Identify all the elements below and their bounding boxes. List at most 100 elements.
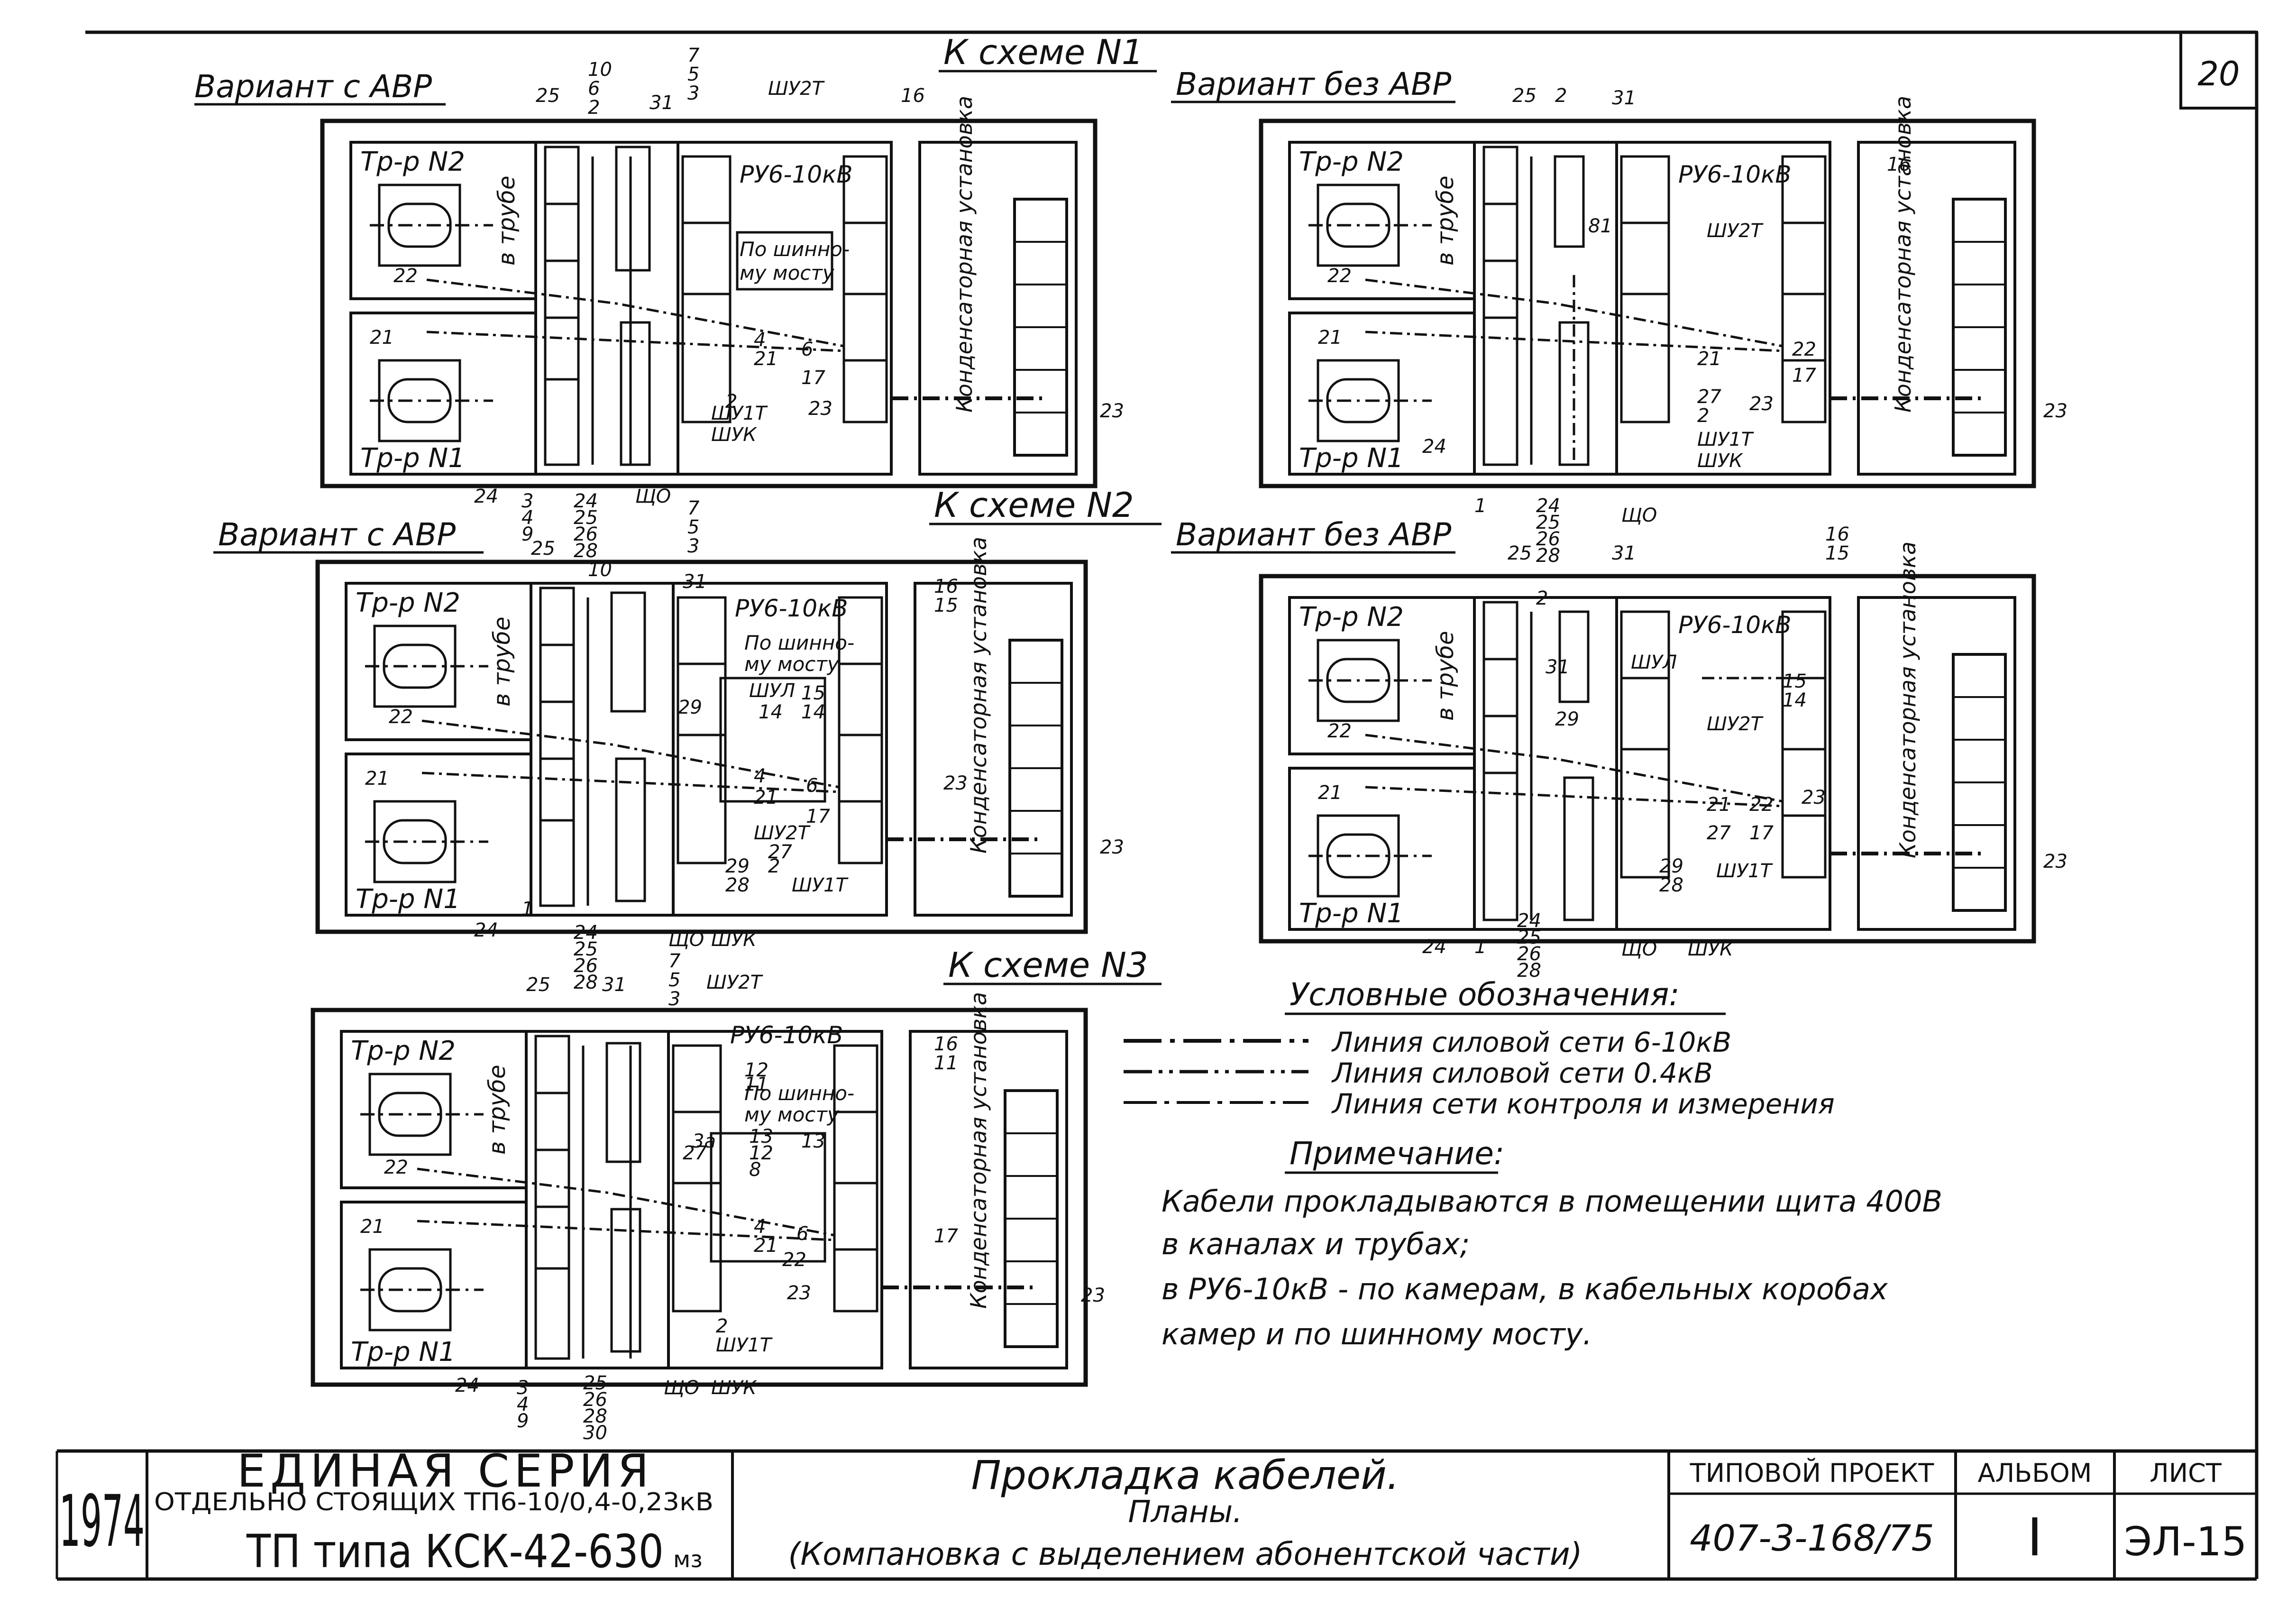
capacitor-label: Конденсаторная установка [966,992,991,1309]
svg-text:ШУ2Т: ШУ2Т [768,78,825,100]
svg-text:21: 21 [754,1235,778,1257]
building-outline [1259,119,2036,488]
svg-text:24: 24 [574,922,598,944]
transformer-1-label: Тр-р N1 [360,443,465,474]
svg-text:24: 24 [1536,495,1560,517]
transformer-2-label: Тр-р N2 [360,147,465,177]
svg-text:15: 15 [801,682,825,704]
svg-text:3а: 3а [692,1130,716,1152]
svg-text:7: 7 [687,497,700,519]
svg-text:13: 13 [801,1130,825,1152]
transformer-1-symbol [1308,814,1432,898]
svg-text:22: 22 [393,265,418,287]
svg-text:ШУ1Т: ШУ1Т [1697,429,1755,450]
svg-text:4: 4 [754,1216,766,1238]
ru-cells [1620,610,1827,879]
transformer-2-symbol [1308,184,1432,267]
svg-text:15: 15 [934,595,958,616]
svg-text:28: 28 [574,972,598,993]
svg-text:31: 31 [1612,87,1636,109]
svg-text:2: 2 [588,97,600,119]
svg-text:ШУК: ШУК [711,929,757,951]
svg-text:ШУ2Т: ШУ2Т [1707,220,1764,242]
busbridge-label-2: му мосту [740,261,835,285]
ru-label: РУ6-10кВ [1678,611,1792,639]
ru-cells [677,596,883,864]
sheet-frame [55,30,2259,1581]
tp-type: ТП типа КСК-42-630 [246,1525,664,1578]
svg-text:26: 26 [1517,943,1541,965]
svg-text:31: 31 [1546,656,1570,678]
svg-text:23: 23 [943,772,968,794]
svg-text:16: 16 [901,85,925,107]
cable-lines [426,156,1043,465]
svg-text:28: 28 [574,540,598,562]
svg-text:16: 16 [934,1033,958,1055]
svg-text:21: 21 [370,327,394,349]
svg-text:17: 17 [934,1225,958,1247]
pipe-label: в трубе [1432,175,1459,266]
ru-cells [672,1044,878,1313]
svg-text:28: 28 [725,874,750,896]
drawing-title: Прокладка кабелей. [971,1452,1399,1498]
svg-text:6: 6 [801,339,813,360]
svg-text:23: 23 [1081,1285,1105,1306]
svg-text:9: 9 [517,1410,529,1432]
svg-text:11: 11 [934,1052,958,1074]
svg-text:31: 31 [1612,542,1636,564]
svg-text:3: 3 [517,1377,529,1399]
svg-text:27: 27 [1697,386,1721,408]
svg-text:28: 28 [1659,874,1683,896]
transformer-1-label: Тр-р N1 [356,884,460,915]
svg-text:24: 24 [1422,436,1446,458]
svg-text:ШУЛ: ШУЛ [749,680,795,702]
panel-rows [534,1035,641,1360]
svg-text:2: 2 [768,855,780,877]
svg-text:31: 31 [649,92,674,114]
svg-text:24: 24 [1517,910,1541,932]
svg-text:24: 24 [1422,936,1446,958]
svg-text:23: 23 [1100,836,1124,858]
svg-text:2: 2 [1536,588,1548,609]
legend: Условные обозначения: Линия силовой сети… [1124,976,1835,1120]
svg-text:26: 26 [574,523,598,545]
svg-text:ЩО: ЩО [1621,938,1657,960]
busbridge-label-2: му мосту [744,1103,840,1126]
svg-text:30: 30 [583,1422,607,1444]
svg-text:ШУ2Т: ШУ2Т [706,972,764,993]
busbridge-label-1: По шинно- [744,1082,854,1105]
svg-text:1: 1 [1474,936,1486,958]
title-block-text: 1974 ЕДИНАЯ СЕРИЯ ОТДЕЛЬНО СТОЯЩИХ ТП6-1… [59,1445,2247,1578]
svg-text:21: 21 [365,768,389,790]
note: Примечание: Кабели прокладываются в поме… [1162,1135,1942,1351]
svg-text:ШУ1Т: ШУ1Т [1716,860,1774,882]
svg-text:3: 3 [668,988,680,1010]
ru-cells [1620,155,1827,423]
drawing-note: (Компановка с выделением абонентской час… [788,1536,1583,1572]
transformer-2-label: Тр-р N2 [356,588,460,618]
legend-title: Условные обозначения: [1290,976,1680,1013]
svg-text:28: 28 [583,1405,607,1427]
plan-scheme1-noavr: Вариант без АВР Тр-р N2 Тр-р N1 в трубе [1171,66,2067,567]
svg-text:16: 16 [1825,523,1849,545]
busbridge-label-2: му мосту [744,652,840,676]
svg-text:23: 23 [2043,851,2067,872]
transformer-2-symbol [360,1073,484,1156]
svg-text:14: 14 [759,701,783,723]
svg-text:16: 16 [934,576,958,597]
svg-text:4: 4 [754,329,766,351]
svg-text:4: 4 [521,507,533,529]
svg-text:ШУ2Т: ШУ2Т [1707,713,1764,735]
svg-text:ШУЛ: ШУЛ [1631,652,1677,673]
svg-text:25: 25 [583,1372,607,1394]
transformer-2-symbol [1308,639,1432,722]
svg-text:25: 25 [574,938,598,960]
transformer-1-symbol [360,1248,484,1332]
svg-text:23: 23 [787,1282,811,1304]
ru-label: РУ6-10кВ [735,595,848,622]
svg-text:22: 22 [389,706,413,728]
plan-scheme2-avr: Вариант с АВР К схеме N2 Тр-р N2 Тр-р N1… [213,485,1162,993]
project-label: ТИПОВОЙ ПРОЕКТ [1690,1458,1935,1488]
